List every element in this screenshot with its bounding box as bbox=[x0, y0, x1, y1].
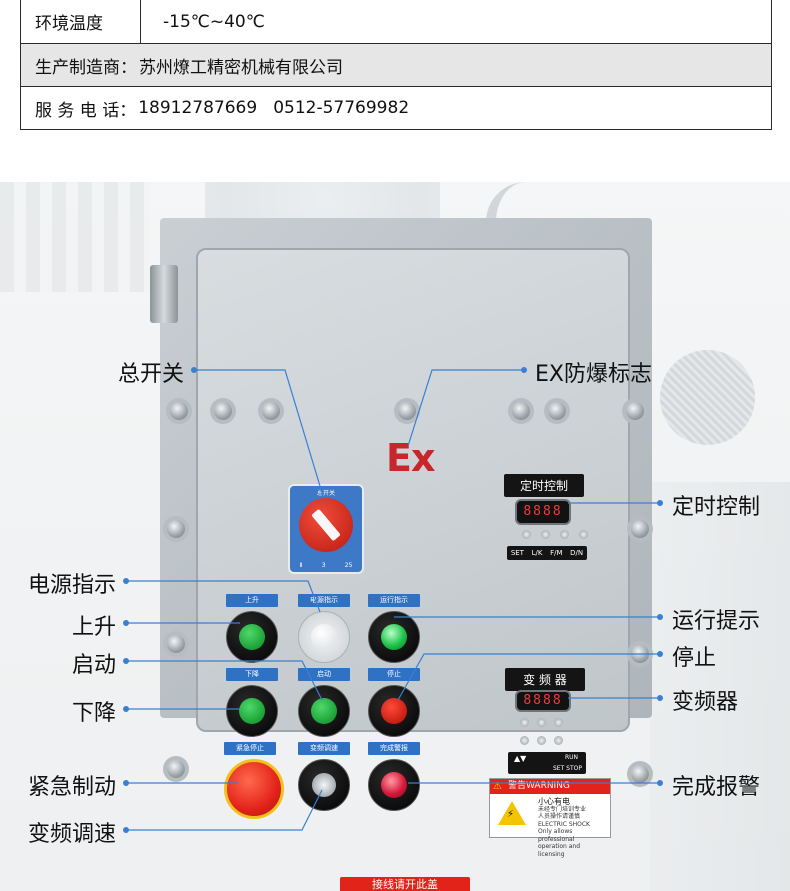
bolt-icon bbox=[167, 635, 185, 653]
timer-key[interactable] bbox=[560, 530, 569, 539]
bolt-icon bbox=[512, 402, 530, 420]
button-tag: 启动 bbox=[298, 668, 350, 681]
speed-selector-unit[interactable]: 变频调速 bbox=[298, 742, 350, 811]
callout-power-indicator: 电源指示 bbox=[27, 573, 116, 598]
spec-value: -15℃~40℃ bbox=[163, 11, 265, 32]
spec-key: 服 务 电 话： bbox=[35, 100, 137, 121]
down-button[interactable] bbox=[226, 685, 278, 737]
running-indicator-unit: 运行指示 bbox=[368, 594, 420, 663]
down-button-unit[interactable]: 下降 bbox=[226, 668, 278, 737]
wiring-cover-plate: 接线请开此盖 bbox=[340, 877, 470, 891]
running-indicator-lamp bbox=[368, 611, 420, 663]
up-button-unit[interactable]: 上升 bbox=[226, 594, 278, 663]
bolt-icon bbox=[262, 402, 280, 420]
speed-selector-knob[interactable] bbox=[298, 759, 350, 811]
timer-key-legend: SET L/K F/M D/N bbox=[507, 546, 587, 560]
callout-down: 下降 bbox=[71, 701, 116, 726]
warning-header: 警告WARNING bbox=[490, 779, 610, 794]
electric-hazard-icon bbox=[498, 801, 526, 825]
spec-row-manufacturer: 生产制造商： 苏州燎工精密机械有限公司 bbox=[21, 43, 771, 86]
spec-value: 苏州燎工精密机械有限公司 bbox=[139, 57, 343, 78]
timer-key[interactable] bbox=[522, 530, 531, 539]
power-indicator-unit: 电源指示 bbox=[298, 594, 350, 663]
done-alarm-lamp bbox=[368, 759, 420, 811]
bolt-icon bbox=[631, 645, 649, 663]
bolt-icon bbox=[398, 402, 416, 420]
main-switch-label: 总开关 bbox=[316, 490, 335, 497]
timer-label: 定时控制 bbox=[504, 474, 584, 497]
callout-ex-mark: EX防爆标志 bbox=[535, 362, 652, 387]
door-hinge bbox=[150, 265, 178, 323]
start-button-unit[interactable]: 启动 bbox=[298, 668, 350, 737]
inverter-key[interactable] bbox=[520, 736, 529, 745]
spec-row-phone: 服 务 电 话： 18912787669 0512-57769982 bbox=[21, 86, 771, 129]
stop-button[interactable] bbox=[368, 685, 420, 737]
bolt-icon bbox=[167, 520, 185, 538]
inverter-key[interactable] bbox=[554, 736, 563, 745]
timer-display: 8888 bbox=[517, 501, 569, 523]
button-tag: 电源指示 bbox=[298, 594, 350, 607]
callout-start: 启动 bbox=[71, 653, 116, 678]
button-tag: 紧急停止 bbox=[224, 742, 276, 755]
spec-key: 生产制造商： bbox=[35, 57, 137, 78]
warning-sign: 警告WARNING 小心有电 未经专门培训专业 人员操作请谨慎 ELECTRIC… bbox=[489, 778, 611, 858]
main-switch[interactable]: 总开关 Ⅱ 3 25 bbox=[288, 484, 364, 574]
inverter-key-legend: ▲▼ RUN SET STOP bbox=[508, 752, 586, 774]
callout-main-switch: 总开关 bbox=[117, 362, 184, 387]
phone-number: 18912787669 bbox=[138, 98, 258, 118]
power-indicator-lamp bbox=[298, 611, 350, 663]
bolt-icon bbox=[631, 765, 649, 783]
callout-run-indicator: 运行提示 bbox=[672, 609, 761, 634]
button-tag: 变频调速 bbox=[298, 742, 350, 755]
emergency-stop-button[interactable] bbox=[224, 759, 284, 819]
phone-number: 0512-57769982 bbox=[273, 98, 410, 118]
bolt-icon bbox=[631, 520, 649, 538]
button-tag: 运行指示 bbox=[368, 594, 420, 607]
button-tag: 下降 bbox=[226, 668, 278, 681]
spec-table: 环境温度 -15℃~40℃ 生产制造商： 苏州燎工精密机械有限公司 服 务 电 … bbox=[20, 0, 772, 130]
spec-key: 环境温度 bbox=[21, 0, 141, 43]
bolt-icon bbox=[548, 402, 566, 420]
inverter-label: 变 频 器 bbox=[505, 668, 585, 691]
spec-row-temperature: 环境温度 -15℃~40℃ bbox=[21, 0, 771, 43]
main-switch-scale: Ⅱ 3 25 bbox=[299, 562, 353, 569]
background-fan bbox=[660, 350, 755, 445]
callout-timer: 定时控制 bbox=[672, 495, 761, 520]
stop-button-unit[interactable]: 停止 bbox=[368, 668, 420, 737]
button-tag: 上升 bbox=[226, 594, 278, 607]
inverter-buttons[interactable] bbox=[520, 736, 563, 745]
background-machinery bbox=[0, 182, 150, 292]
arrow-keys-icon: ▲▼ bbox=[514, 754, 527, 763]
timer-key[interactable] bbox=[579, 530, 588, 539]
bolt-icon bbox=[167, 760, 185, 778]
callout-emergency-stop: 紧急制动 bbox=[27, 775, 116, 800]
done-alarm-unit: 完成警报 bbox=[368, 742, 420, 811]
inverter-key[interactable] bbox=[520, 718, 529, 727]
button-tag: 完成警报 bbox=[368, 742, 420, 755]
up-button[interactable] bbox=[226, 611, 278, 663]
inverter-buttons[interactable] bbox=[520, 718, 563, 727]
bolt-icon bbox=[626, 402, 644, 420]
warning-text: 小心有电 未经专门培训专业 人员操作请谨慎 ELECTRIC SHOCK Onl… bbox=[538, 797, 590, 858]
emergency-stop-unit[interactable]: 紧急停止 bbox=[224, 742, 284, 819]
main-switch-knob[interactable] bbox=[299, 498, 353, 552]
background-machinery bbox=[650, 482, 790, 891]
button-tag: 停止 bbox=[368, 668, 420, 681]
callout-done-alarm: 完成报警 bbox=[672, 775, 761, 800]
callout-up: 上升 bbox=[71, 615, 116, 640]
ex-explosion-proof-mark: Ex bbox=[386, 436, 435, 480]
callout-stop: 停止 bbox=[672, 646, 717, 671]
inverter-key[interactable] bbox=[537, 718, 546, 727]
callout-speed-control: 变频调速 bbox=[27, 822, 116, 847]
callout-inverter: 变频器 bbox=[672, 690, 739, 715]
inverter-key[interactable] bbox=[554, 718, 563, 727]
inverter-display: 8888 bbox=[517, 692, 569, 710]
inverter-key[interactable] bbox=[537, 736, 546, 745]
timer-buttons[interactable] bbox=[522, 530, 588, 539]
bolt-icon bbox=[170, 402, 188, 420]
bolt-icon bbox=[214, 402, 232, 420]
start-button[interactable] bbox=[298, 685, 350, 737]
timer-key[interactable] bbox=[541, 530, 550, 539]
